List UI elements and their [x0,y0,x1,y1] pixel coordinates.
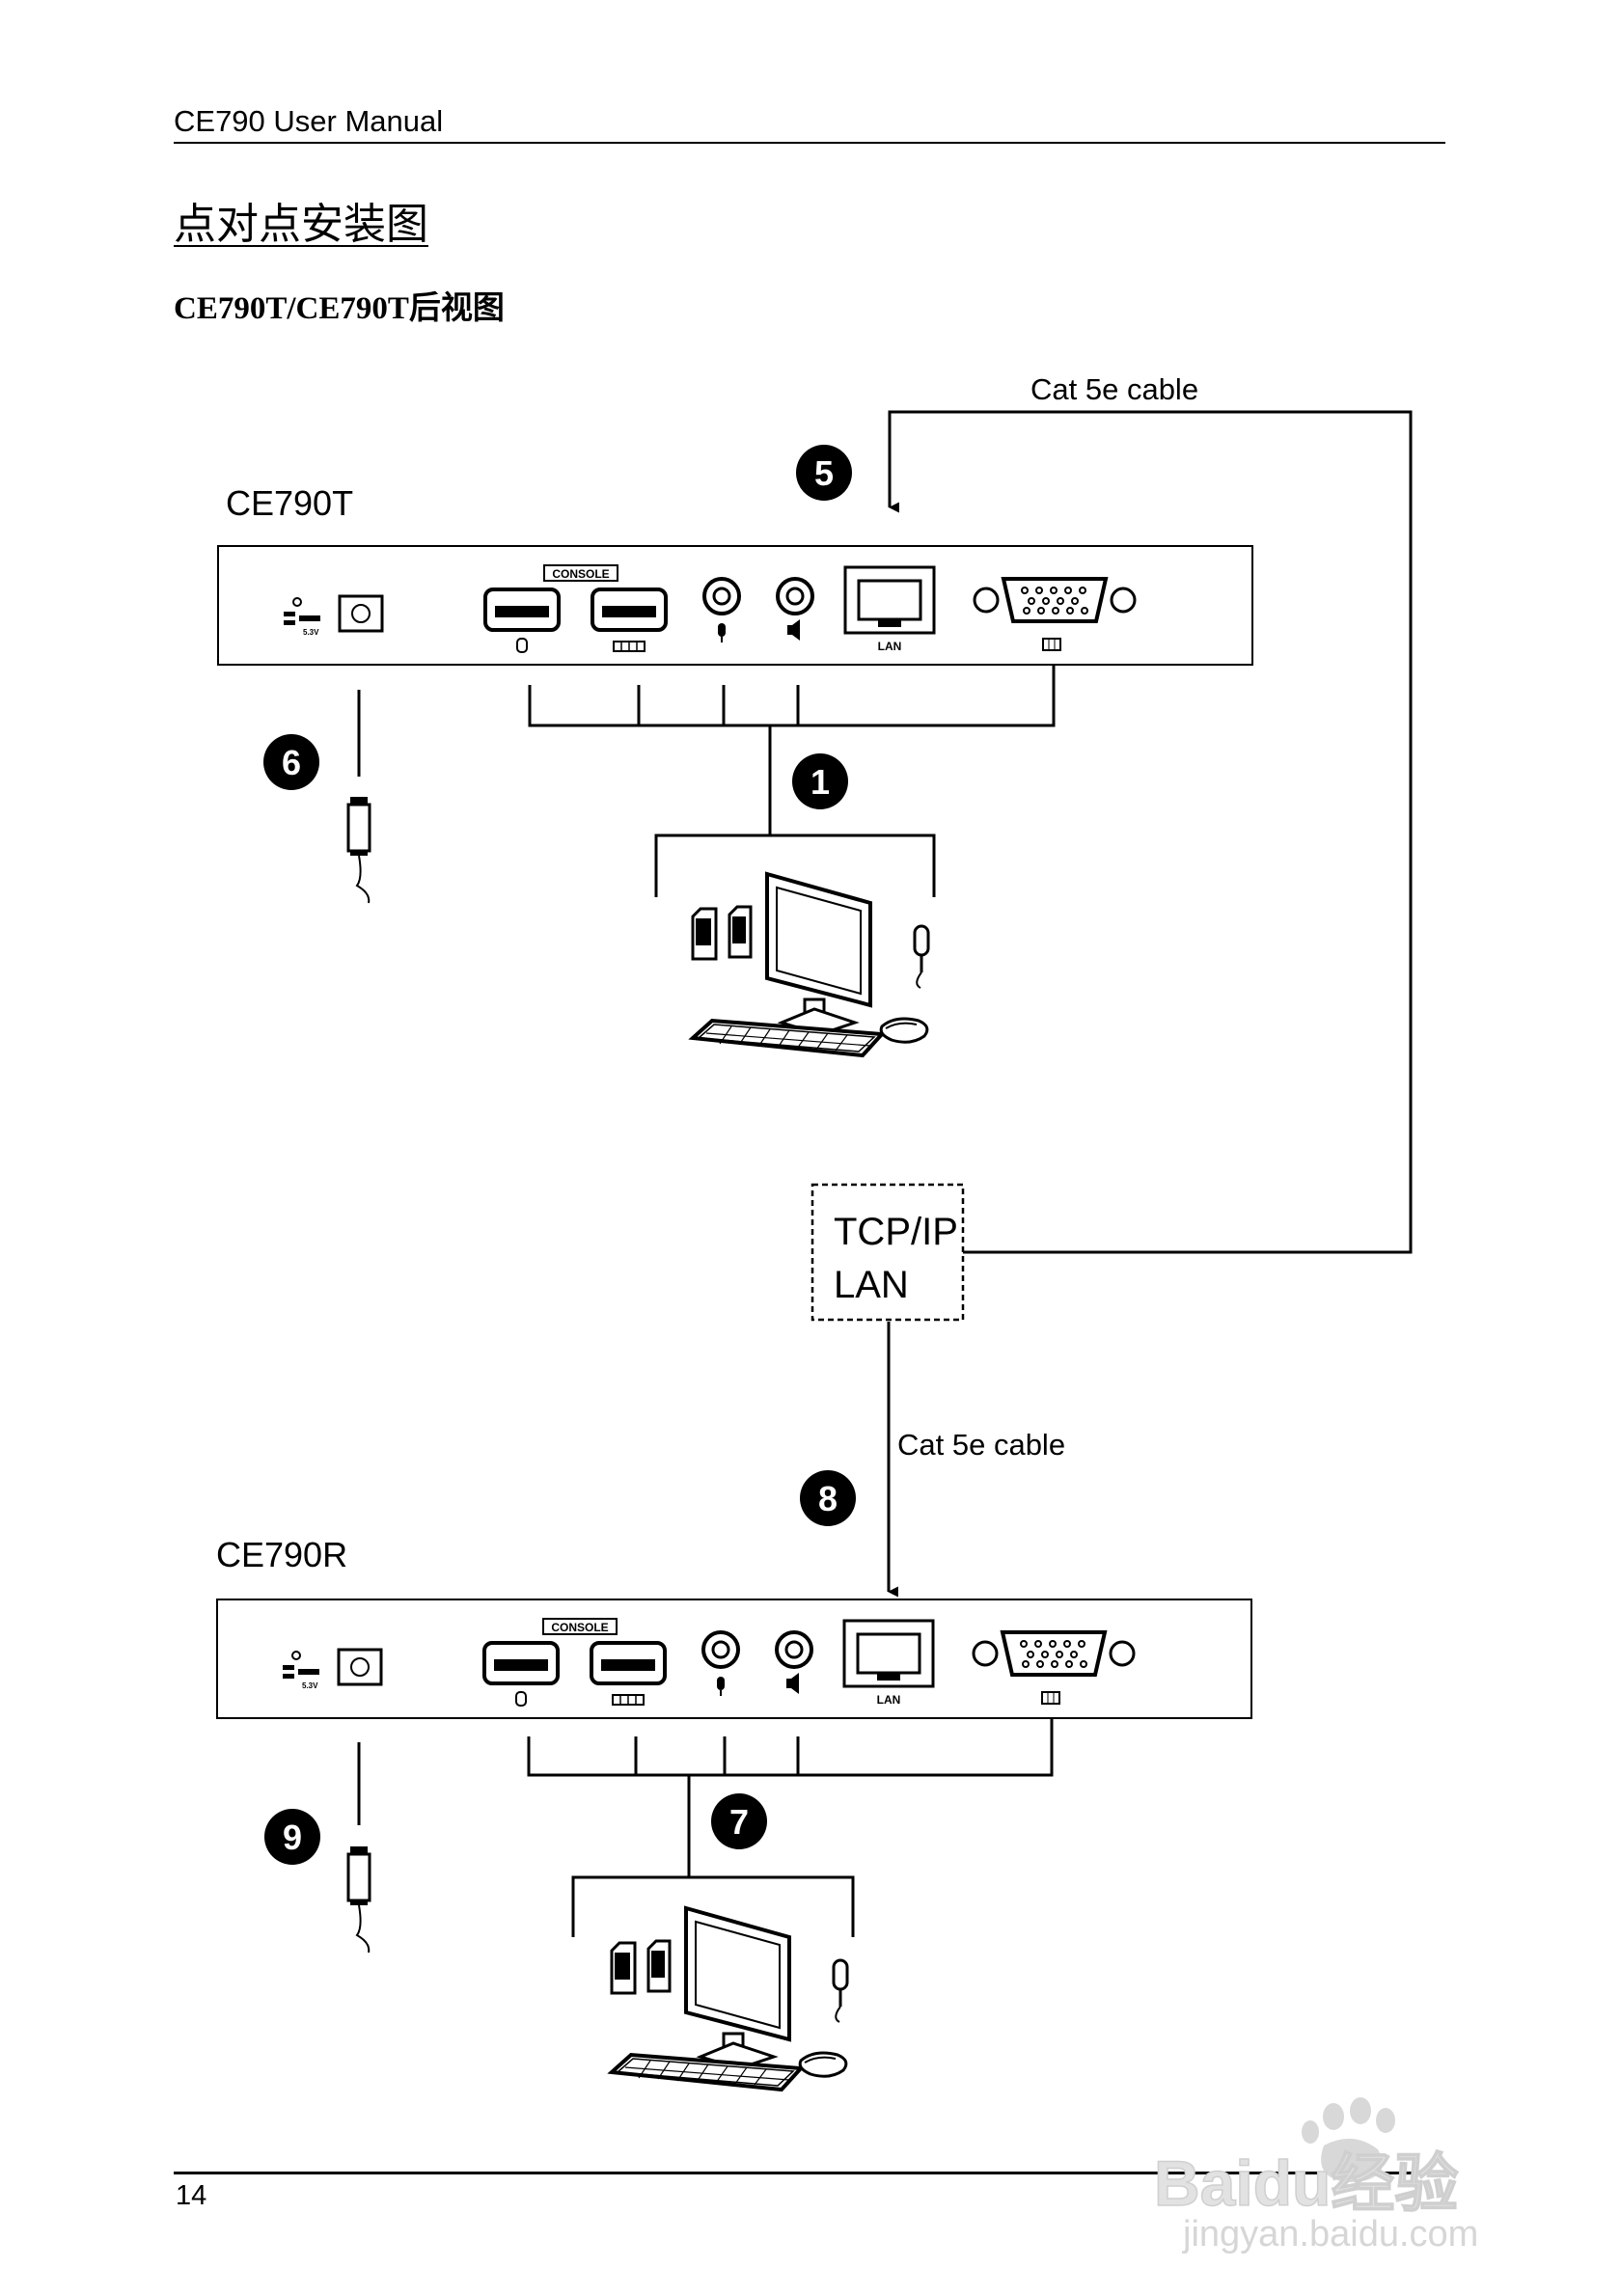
running-header: CE790 User Manual [174,104,444,138]
top-cable-label: Cat 5e cable [1030,372,1198,406]
receiver-console-peripherals [610,1906,849,2091]
receiver-lan-label: LAN [877,1693,901,1707]
transmitter-lan-label: LAN [878,640,902,653]
top-cable-line [888,410,1413,1254]
step-1-badge: 1 [792,753,848,809]
step-7-badge: 7 [711,1793,767,1849]
transmitter-console-bracket [528,666,1056,897]
watermark-url: jingyan.baidu.com [1182,2214,1478,2255]
step-8-badge: 8 [800,1470,856,1526]
page-number: 14 [176,2180,207,2211]
transmitter-label: CE790T [226,483,353,523]
paw-logo-icon [1302,2097,1395,2182]
receiver-rear-panel: CONSOLE LAN 5.3V [215,1598,1253,1720]
svg-text:5: 5 [814,453,834,493]
transmitter-power-label: 5.3V [303,628,319,637]
section-subtitle: CE790T/CE790T后视图 [174,291,505,326]
watermark-brand: Baidu经验 [1154,2147,1458,2219]
section-title: 点对点安装图 [174,200,428,249]
svg-text:1: 1 [810,762,830,802]
svg-text:9: 9 [283,1818,302,1857]
transmitter-console-peripherals [691,872,930,1057]
footer-rule [174,2172,1445,2174]
svg-text:6: 6 [282,743,301,782]
step-6-badge: 6 [263,734,319,790]
step-9-badge: 9 [264,1809,320,1865]
baidu-watermark: Baidu经验 jingyan.baidu.com [1154,2097,1478,2255]
receiver-console-label: CONSOLE [551,1621,608,1634]
bottom-cable-label: Cat 5e cable [897,1428,1065,1462]
transmitter-power-plug [346,795,371,905]
tcpip-lan-box [810,1183,965,1322]
svg-text:8: 8 [818,1479,838,1518]
receiver-console-bracket [527,1717,1054,1937]
receiver-label: CE790R [216,1535,347,1574]
receiver-power-plug [346,1845,371,1954]
step-5-badge: 5 [796,445,852,501]
lan-label: LAN [834,1264,909,1306]
tcpip-label: TCP/IP [834,1211,958,1253]
transmitter-console-label: CONSOLE [552,567,609,581]
header-rule [174,142,1445,144]
svg-text:7: 7 [729,1802,749,1842]
receiver-power-label: 5.3V [302,1681,318,1690]
transmitter-rear-panel: CONSOLE LAN 5.3V [216,544,1254,667]
